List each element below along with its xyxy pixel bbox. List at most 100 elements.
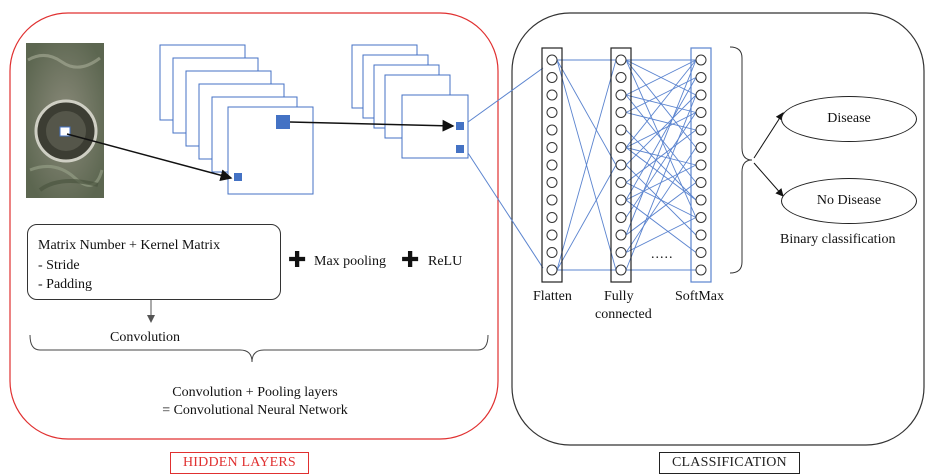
feature-map-stack-1 (159, 44, 314, 195)
neuron (615, 72, 627, 83)
connection-line (625, 94, 697, 271)
conv-line-3: - Padding (38, 277, 93, 292)
connection-line (625, 129, 697, 183)
connection-line (625, 59, 697, 148)
connection-line (625, 59, 697, 96)
conv-line-1: Matrix Number + Kernel Matrix (38, 238, 221, 253)
connection-line (556, 59, 617, 166)
neuron (546, 177, 558, 188)
neuron (615, 54, 627, 66)
softmax-brace (729, 46, 753, 274)
neuron (546, 107, 558, 118)
network-layers (541, 47, 712, 283)
neuron (546, 72, 558, 83)
feature-map-1-cell (234, 173, 242, 181)
neuron (615, 229, 627, 241)
flatten-layer-box (541, 47, 563, 283)
flatten-label: Flatten (533, 289, 572, 304)
plus-icon-1: ✚ (288, 248, 307, 273)
relu-label: ReLU (428, 254, 463, 269)
neuron (615, 212, 627, 223)
feature-map-2-cell-bottom (456, 145, 464, 153)
connection-line (625, 59, 697, 236)
feature-map-1-kernel (276, 115, 290, 129)
neuron (695, 264, 707, 276)
feature-map-stack-2 (351, 44, 469, 159)
neuron (695, 177, 707, 188)
neuron (695, 229, 707, 241)
network-connections (556, 59, 697, 271)
input-image (26, 43, 104, 198)
neuron (546, 142, 558, 153)
connection-line (556, 164, 617, 271)
arrow-image-to-feature (66, 133, 233, 182)
neuron (615, 177, 627, 188)
classification-panel (511, 12, 925, 446)
neuron (615, 264, 627, 276)
neuron (546, 89, 558, 101)
neuron (546, 159, 558, 171)
neuron (546, 194, 558, 206)
flatten-layer (541, 47, 563, 283)
softmax-layer (690, 47, 712, 283)
neuron (615, 194, 627, 206)
neuron (615, 124, 627, 136)
connection-line (625, 182, 697, 236)
connection-line (625, 199, 697, 253)
convolution-params-box (27, 224, 281, 300)
connection-line (625, 147, 697, 201)
pool-to-flatten-bottom (467, 152, 544, 269)
connection-line (625, 129, 697, 201)
neuron (695, 124, 707, 136)
binary-classification-caption: Binary classification (780, 232, 896, 247)
neuron (546, 212, 558, 223)
neuron (615, 89, 627, 101)
connection-line (625, 217, 697, 253)
neuron (546, 229, 558, 241)
neuron (615, 247, 627, 258)
conv-line-2: - Stride (38, 258, 80, 273)
connection-line (625, 77, 697, 201)
neuron (615, 107, 627, 118)
neuron (546, 124, 558, 136)
connection-line (625, 94, 697, 166)
convolution-label: Convolution (110, 330, 181, 345)
fully-connected-layer (610, 47, 632, 283)
no-disease-ellipse: No Disease (781, 178, 917, 224)
no-disease-label: No Disease (816, 193, 882, 208)
neuron (695, 212, 707, 223)
max-pooling-label: Max pooling (314, 254, 386, 269)
neuron (695, 247, 707, 258)
connection-line (625, 77, 697, 113)
neuron (695, 54, 707, 66)
fully-label-2: connected (595, 307, 652, 322)
neuron (695, 107, 707, 118)
classification-tag: CLASSIFICATION (659, 452, 800, 474)
arrow-feature-to-pool (289, 119, 455, 132)
fully-connected-layer-box (610, 47, 632, 283)
connection-line (625, 147, 697, 253)
plus-icon-2: ✚ (401, 248, 420, 273)
hidden-layers-panel (9, 12, 499, 440)
neuron (695, 194, 707, 206)
softmax-label: SoftMax (675, 289, 724, 304)
neuron (546, 54, 558, 66)
arrow-to-no-disease (753, 162, 784, 197)
ellipsis-label: ..... (651, 247, 674, 262)
arrow-to-disease (753, 112, 784, 159)
neuron (695, 142, 707, 153)
neuron (695, 89, 707, 101)
neuron (615, 159, 627, 171)
disease-label: Disease (827, 111, 871, 126)
neuron (695, 72, 707, 83)
feature-map-2-cell-top (456, 122, 464, 130)
input-kernel-marker (59, 126, 71, 137)
neuron (546, 247, 558, 258)
pool-to-flatten-top (467, 67, 544, 123)
hidden-layers-brace (29, 334, 489, 363)
neuron (615, 142, 627, 153)
disease-ellipse: Disease (781, 96, 917, 142)
neuron (546, 264, 558, 276)
connection-line (625, 112, 697, 131)
